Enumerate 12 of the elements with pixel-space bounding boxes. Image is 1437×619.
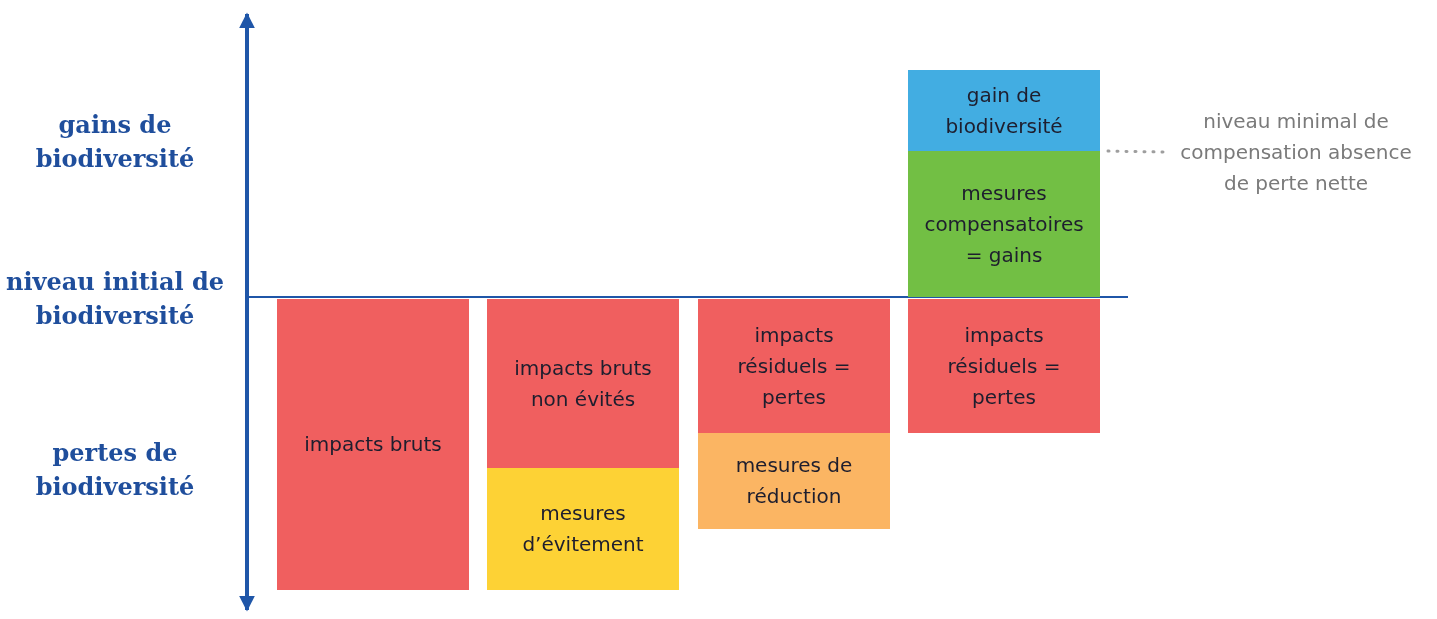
impact-bar: impacts résiduels = pertes	[908, 299, 1100, 433]
axis-label: gains de biodiversité	[34, 109, 196, 175]
impact-bar: impacts bruts	[277, 299, 469, 590]
impact-bar: impacts résiduels = pertes	[698, 299, 890, 433]
measure-bar: mesures de réduction	[698, 433, 890, 529]
axis-label: pertes de biodiversité	[34, 437, 196, 503]
annotation-text: niveau minimal de compensation absence de perte nette	[1165, 104, 1427, 200]
axis-label: niveau initial de biodiversité	[4, 266, 226, 332]
measure-bar: mesures d’évitement	[487, 468, 679, 590]
impact-bar: impacts bruts non évités	[487, 299, 679, 468]
measure-bar: mesures compensatoires = gains	[908, 151, 1100, 297]
gain-bar: gain de biodiversité	[908, 70, 1100, 151]
